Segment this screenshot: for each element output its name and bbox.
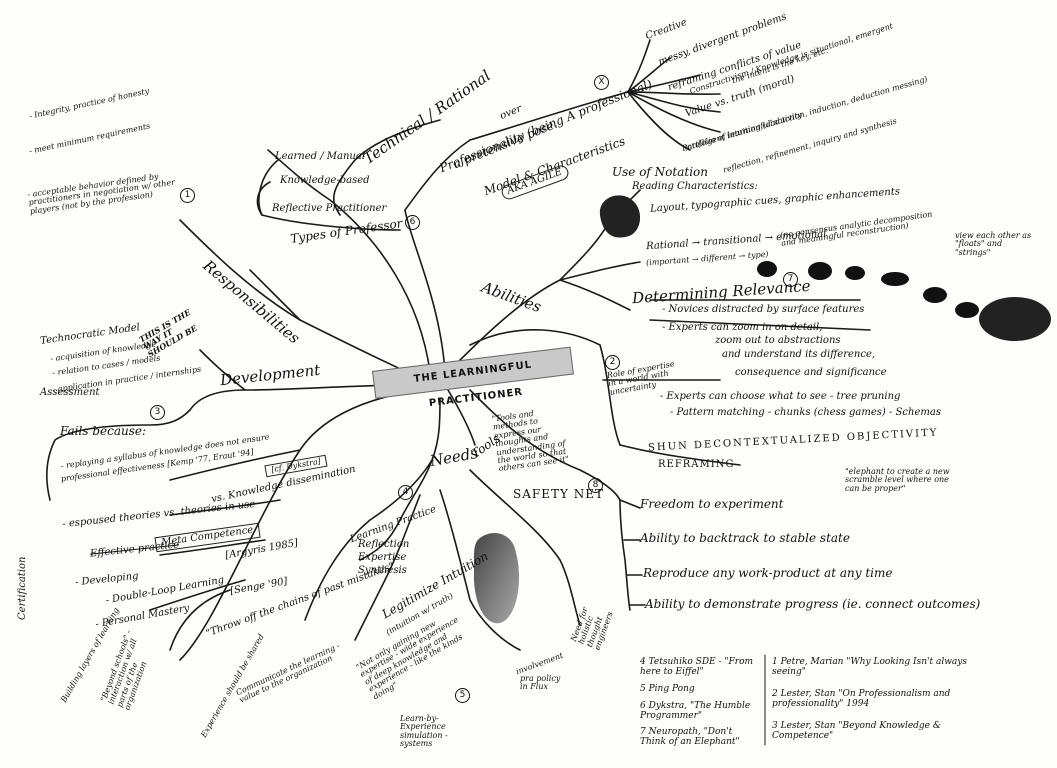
expertise-label: Expertise — [358, 552, 407, 563]
safety-item-1: Freedom to experiment — [640, 497, 784, 511]
experts1b-label: zoom out to abstractions — [715, 335, 841, 346]
marker-7: 7 — [783, 272, 798, 287]
consequence-label: consequence and significance — [735, 367, 887, 378]
branch-safety — [469, 389, 621, 501]
tools-quote-label: "Tools and methods to express our though… — [491, 408, 570, 474]
ref-6-num: 6 — [640, 701, 646, 711]
ref-3: 3 Lester, Stan "Beyond Knowledge & Compe… — [772, 721, 977, 742]
ref-3-text: Lester, Stan "Beyond Knowledge & Compete… — [772, 721, 941, 741]
ref-1-text: Petre, Marian "Why Looking Isn't always … — [772, 657, 967, 677]
safety-net-label: SAFETY NET — [513, 487, 604, 501]
view-label: view each other as "floats" and "strings… — [955, 231, 1032, 257]
marker-5: 5 — [455, 688, 470, 703]
ref-5: 5 Ping Pong — [640, 684, 695, 695]
safety-item-2: Ability to backtrack to stable state — [640, 531, 850, 545]
branch-technical — [267, 149, 431, 373]
marker-4: 4 — [398, 485, 413, 500]
experts1-label: - Experts can zoom in on detail, — [662, 322, 823, 333]
type-item-1: Learned / Manual — [275, 151, 366, 162]
branch-development — [189, 384, 411, 411]
reading-label: Reading Characteristics: — [632, 181, 758, 192]
novices-label: - Novices distracted by surface features — [662, 304, 865, 315]
safety-item-3: Reproduce any work-product at any time — [643, 566, 893, 580]
type-item-3: Reflective Practitioner — [272, 203, 387, 214]
experts2-label: - Experts can choose what to see - tree … — [660, 391, 901, 402]
ref-5-num: 5 — [640, 684, 646, 694]
safety-item-4: Ability to demonstrate progress (ie. con… — [645, 597, 981, 611]
ref-7-text: Neuropath, "Don't Think of an Elephant" — [640, 727, 740, 747]
branch-types — [261, 214, 401, 231]
ref-5-text: Ping Pong — [648, 684, 695, 694]
elephant-label: "elephant to create a new scramble level… — [845, 467, 950, 493]
synthesis-label: Synthesis — [358, 565, 407, 576]
ref-1: 1 Petre, Marian "Why Looking Isn't alway… — [772, 657, 977, 678]
fails-label: Fails because: — [60, 424, 147, 438]
ink-blot-chain — [757, 261, 1051, 341]
marker-2: 2 — [605, 355, 620, 370]
ref-2-text: Lester, Stan "On Professionalism and pro… — [772, 689, 951, 709]
learn-by-label: Learn-by-Experience simulation - systems — [400, 714, 448, 749]
certification-label: Certification — [17, 556, 28, 620]
ink-blot-1 — [599, 195, 641, 238]
marker-1: 1 — [180, 188, 195, 203]
branch-technical-2 — [404, 139, 471, 373]
ink-blot-2 — [473, 533, 520, 624]
pattern-label: - Pattern matching - chunks (chess games… — [670, 407, 941, 418]
ref-2: 2 Lester, Stan "On Professionalism and p… — [772, 689, 977, 710]
ref-3-num: 3 — [772, 721, 778, 731]
branch-abilities — [449, 219, 611, 371]
understand-label: and understand its difference, — [722, 349, 876, 360]
ref-4-text: Tetsuhiko SDE - "From here to Eiffel" — [640, 657, 754, 677]
pr-flux-label: pra policy in Flux — [520, 674, 561, 692]
marker-X: X — [594, 75, 609, 90]
marker-6: 6 — [405, 215, 420, 230]
assessment-label: Assessment — [40, 387, 100, 398]
ref-6: 6 Dykstra, "The Humble Programmer" — [640, 701, 760, 722]
reframing-label: REFRAMING — [658, 459, 735, 470]
use-of-notation-label: Use of Notation — [612, 165, 708, 179]
ref-7: 7 Neuropath, "Don't Think of an Elephant… — [640, 727, 760, 748]
ref-4: 4 Tetsuhiko SDE - "From here to Eiffel" — [640, 657, 760, 678]
marker-3: 3 — [150, 405, 165, 420]
ref-7-num: 7 — [640, 727, 646, 737]
ref-2-num: 2 — [772, 689, 778, 699]
branch-model — [469, 91, 629, 141]
ref-4-num: 4 — [640, 657, 646, 667]
reflection-label: Reflection — [358, 539, 410, 550]
type-item-2: Knowledge-based — [280, 175, 370, 186]
ref-6-text: Dykstra, "The Humble Programmer" — [640, 701, 751, 721]
ref-1-num: 1 — [772, 657, 778, 667]
marker-8: 8 — [588, 478, 603, 493]
